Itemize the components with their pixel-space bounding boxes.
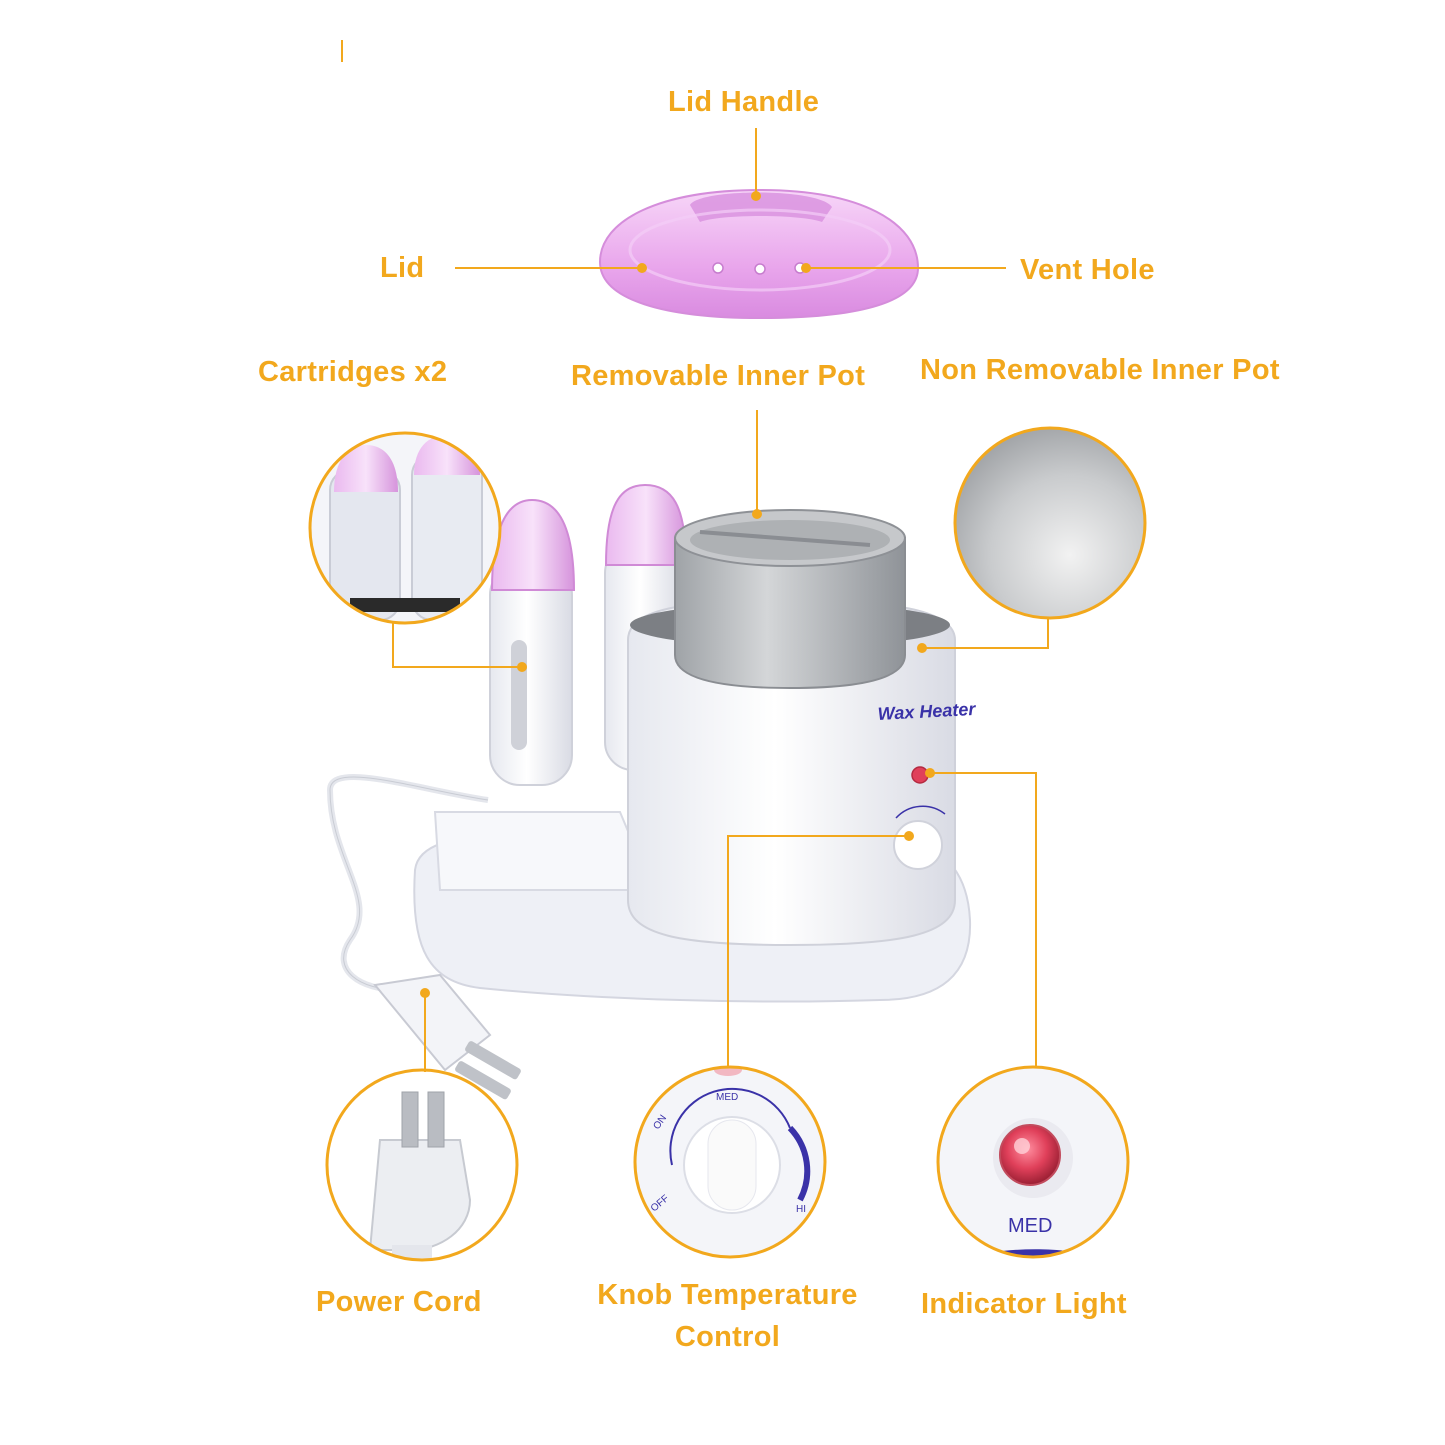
label-knob-line1: Knob Temperature: [597, 1279, 858, 1311]
label-lid-handle: Lid Handle: [668, 86, 820, 118]
non-removable-pot-callout: [953, 426, 1147, 620]
leader-lines: [392, 128, 1049, 1072]
indicator-light-callout: MED: [936, 1065, 1130, 1259]
wax-heater-device: Wax Heater: [326, 483, 977, 1100]
cartridge-icon: [329, 435, 483, 621]
knob-hi-text: HI: [796, 1204, 806, 1215]
label-indicator-light: Indicator Light: [921, 1288, 1127, 1320]
plug-icon: [373, 973, 521, 1100]
label-lid: Lid: [380, 252, 425, 284]
cartridges-callout: [308, 431, 502, 625]
label-cartridges: Cartridges x2: [258, 356, 448, 388]
label-vent-hole: Vent Hole: [1020, 254, 1155, 286]
label-knob-line2: Control: [674, 1321, 781, 1353]
device-brand-text: Wax Heater: [877, 699, 977, 724]
label-non-removable-inner-pot: Non Removable Inner Pot: [920, 354, 1280, 386]
indicator-light-icon: [993, 1118, 1073, 1198]
power-cord-callout: [325, 1068, 519, 1262]
indicator-med-text: MED: [1008, 1215, 1052, 1237]
label-knob-temperature-control: Knob Temperature Control: [580, 1274, 875, 1358]
knob-callout: MED ON OFF HI: [633, 1065, 827, 1259]
knob-med-text: MED: [716, 1092, 738, 1103]
label-power-cord: Power Cord: [316, 1286, 482, 1318]
leader-dots: [420, 191, 935, 998]
label-removable-inner-pot: Removable Inner Pot: [571, 360, 866, 392]
knob-icon: [669, 1087, 811, 1214]
lid-illustration: [598, 188, 920, 320]
